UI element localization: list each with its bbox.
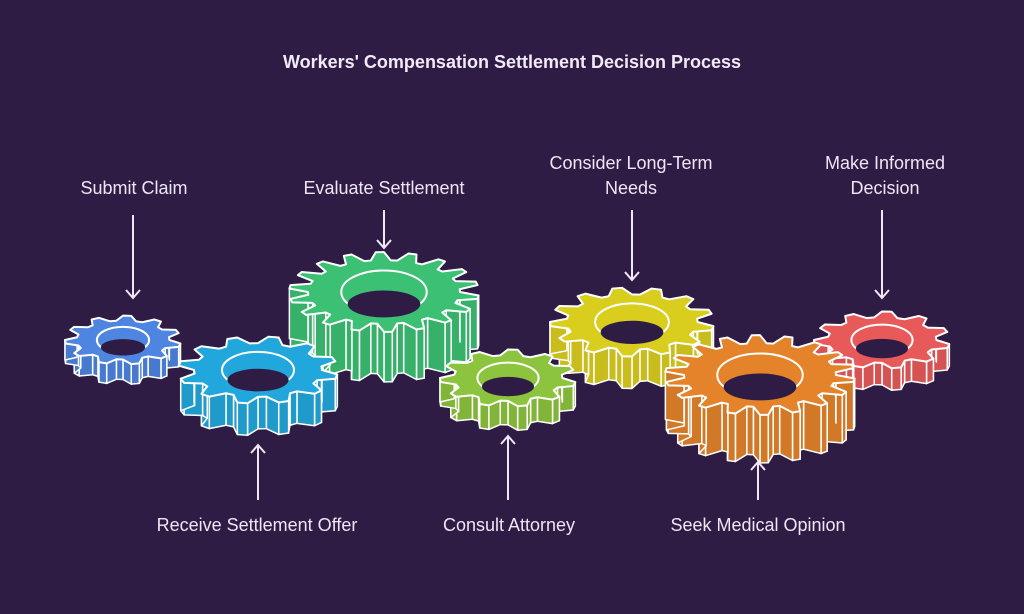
gear-side <box>376 323 385 383</box>
gear-side <box>516 404 528 432</box>
arrow-5 <box>624 210 640 282</box>
gear-hole-shadow <box>481 376 535 397</box>
arrow-head-icon <box>376 239 392 250</box>
gear-hole-shadow <box>855 338 909 359</box>
gear-side <box>130 362 141 385</box>
arrow-head-icon <box>125 289 141 300</box>
gear-side <box>358 322 372 382</box>
gear-side <box>536 396 554 425</box>
gear-make-informed-decision <box>813 310 951 392</box>
arrow-4 <box>500 434 516 500</box>
gear-side <box>160 355 168 380</box>
arrow-7 <box>874 210 890 300</box>
gear-side <box>313 389 323 427</box>
gear-side <box>746 405 755 456</box>
gear-side <box>778 405 794 462</box>
gear-side <box>726 411 737 463</box>
arrow-1 <box>125 215 141 300</box>
gear-side <box>289 390 298 427</box>
arrow-head-icon <box>750 460 766 471</box>
gear-side <box>759 413 770 464</box>
gear-side <box>328 318 347 376</box>
arrow-6 <box>750 460 766 500</box>
gear-side <box>772 405 781 456</box>
arrow-head-icon <box>250 443 266 454</box>
gear-side <box>98 361 108 385</box>
gear-side <box>925 357 935 385</box>
gear-side <box>415 327 425 381</box>
gear-side <box>499 399 509 426</box>
gear-hole-shadow <box>227 368 289 392</box>
gear-side <box>820 402 828 455</box>
gear-side <box>396 322 405 375</box>
step-label-make-informed-decision: Make Informed Decision <box>824 153 946 198</box>
gear-consult-attorney <box>439 348 577 432</box>
gear-side <box>115 358 124 381</box>
gear-side <box>471 394 480 422</box>
gear-side <box>529 396 539 424</box>
gear-side <box>402 322 418 381</box>
gear-side <box>147 355 162 380</box>
gear-side <box>639 348 649 383</box>
gear-side <box>91 353 99 378</box>
arrow-head-icon <box>500 434 516 445</box>
gear-receive-settlement-offer <box>177 335 339 437</box>
gear-side <box>350 328 361 382</box>
gear-side <box>225 392 235 428</box>
gear-side <box>734 405 748 463</box>
gear-side <box>910 358 928 385</box>
step-label-receive-settlement-offer: Receive Settlement Offer <box>156 515 358 535</box>
gear-side <box>551 395 561 425</box>
gear-side <box>426 317 446 374</box>
gear-side <box>704 401 723 457</box>
gear-hole-shadow <box>100 339 146 356</box>
gear-side <box>208 392 227 430</box>
gear-hole-shadow <box>347 290 421 318</box>
arrow-2 <box>250 443 266 500</box>
gear-side <box>383 330 394 383</box>
gear-side <box>370 322 379 375</box>
step-label-seek-medical-opinion: Seek Medical Opinion <box>670 515 846 535</box>
gear-side <box>141 355 149 379</box>
gear-submit-claim <box>64 314 182 385</box>
gear-seek-medical-opinion <box>664 334 856 464</box>
gear-side <box>257 395 268 430</box>
gear-side <box>236 401 249 437</box>
gear-side <box>890 366 902 392</box>
gear-side <box>296 390 316 427</box>
arrow-head-icon <box>874 289 890 300</box>
gear-side <box>621 355 633 390</box>
arrow-head-icon <box>624 271 640 282</box>
gear-hole-shadow <box>723 373 797 401</box>
gear-side <box>903 358 913 384</box>
gear-side <box>791 410 801 462</box>
step-label-evaluate-settlement: Evaluate Settlement <box>303 178 465 198</box>
gear-side <box>593 347 610 386</box>
gear-evaluate-settlement <box>288 251 480 383</box>
gear-side <box>607 347 618 382</box>
step-label-consider-long-term-needs: Consider Long-Term Needs <box>549 153 713 198</box>
step-label-consult-attorney: Consult Attorney <box>442 515 576 535</box>
gear-side <box>277 400 290 436</box>
gear-side <box>802 400 822 455</box>
gear-side <box>873 361 883 386</box>
gear-hole-shadow <box>600 320 664 344</box>
gear-side <box>479 403 490 431</box>
diagram-title: Workers' Compensation Settlement Decisio… <box>282 52 742 72</box>
step-label-submit-claim: Submit Claim <box>80 178 188 198</box>
arrow-3 <box>376 210 392 250</box>
